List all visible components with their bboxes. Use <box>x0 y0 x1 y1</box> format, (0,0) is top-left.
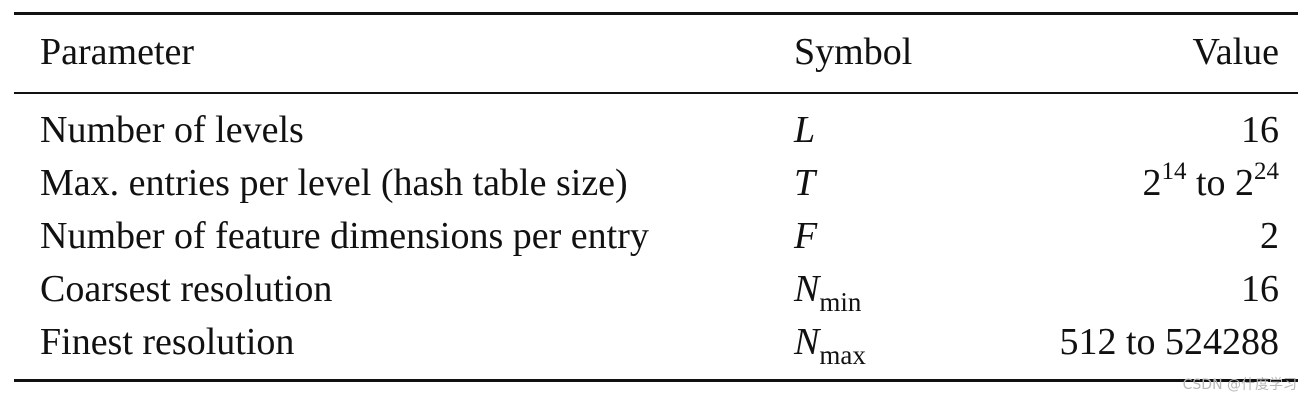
row-finest-resolution-symbol: Nmax <box>794 320 866 370</box>
symbol-letter: N <box>794 321 820 363</box>
symbol-subscript: min <box>819 287 862 317</box>
row-max-entries-symbol: T <box>794 161 815 205</box>
watermark: CSDN @什度学习 <box>1182 377 1297 393</box>
symbol-letter: L <box>794 109 816 151</box>
value-exponent: 24 <box>1254 158 1279 185</box>
row-number-of-levels-value: 16 <box>1241 109 1279 151</box>
row-max-entries-value: 214 to 224 <box>1142 158 1279 210</box>
row-coarsest-resolution-parameter: Coarsest resolution <box>40 268 333 310</box>
row-coarsest-resolution-symbol: Nmin <box>794 267 862 317</box>
row-finest-resolution-parameter: Finest resolution <box>40 321 295 363</box>
value-base: 2 <box>1235 162 1254 204</box>
value-exponent: 14 <box>1161 158 1187 185</box>
row-feature-dimensions-symbol: F <box>794 214 817 258</box>
symbol-subscript: max <box>819 340 866 370</box>
symbol-letter: N <box>794 268 820 310</box>
row-coarsest-resolution-value: 16 <box>1241 268 1279 310</box>
header-parameter: Parameter <box>40 31 195 73</box>
row-max-entries-parameter: Max. entries per level (hash table size) <box>40 162 628 204</box>
symbol-letter: F <box>794 215 818 257</box>
value-connector: to <box>1186 162 1235 204</box>
value-base: 2 <box>1142 162 1162 204</box>
row-feature-dimensions-value: 2 <box>1260 215 1279 257</box>
table-header-rule <box>14 92 1298 94</box>
row-feature-dimensions-parameter: Number of feature dimensions per entry <box>40 215 649 257</box>
symbol-letter: T <box>794 162 816 204</box>
table-top-rule <box>14 12 1298 15</box>
header-value: Value <box>1192 31 1279 73</box>
header-symbol: Symbol <box>794 31 913 73</box>
row-number-of-levels-parameter: Number of levels <box>40 109 304 151</box>
row-number-of-levels-symbol: L <box>794 108 815 152</box>
row-finest-resolution-value: 512 to 524288 <box>1059 321 1279 363</box>
table-bottom-rule <box>14 379 1298 382</box>
